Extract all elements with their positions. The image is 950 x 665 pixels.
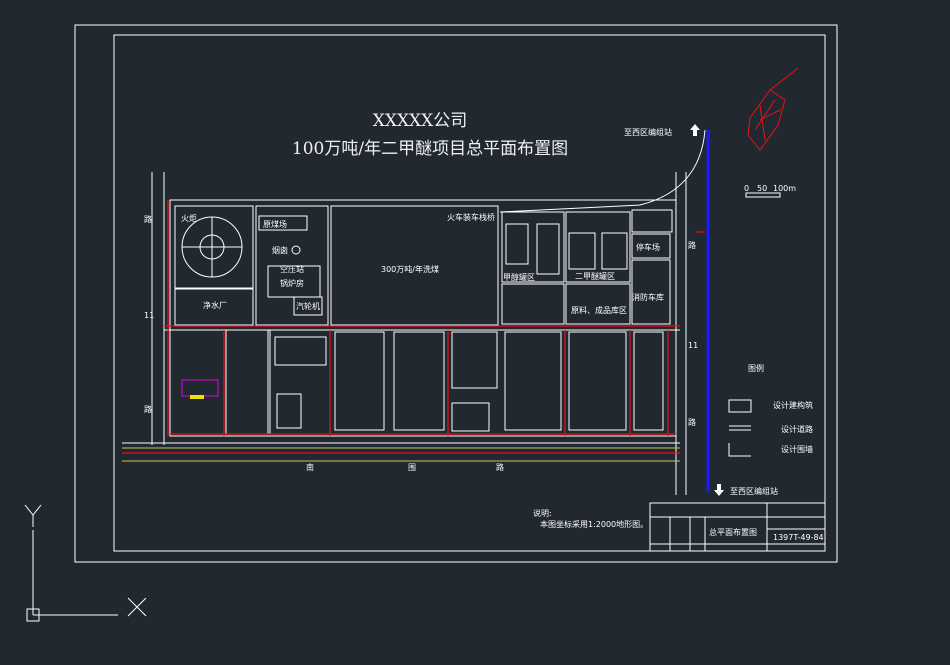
turbine-label: 汽轮机 [296, 301, 320, 311]
warehouse-label: 原料、成品库区 [571, 305, 627, 315]
chimney-label: 烟囱 [272, 245, 288, 255]
dme-tanks-label: 二甲醚罐区 [575, 271, 615, 281]
to-west-top-label: 至西区编组站 [624, 127, 672, 137]
parking-label: 停车场 [636, 242, 660, 252]
rail-loading-label: 火车装车栈桥 [447, 212, 495, 222]
drawing-number: 1397T-49-84 [773, 533, 824, 542]
title-block [649, 502, 826, 552]
legend-title: 图例 [748, 363, 764, 373]
coal-washing-label: 300万吨/年洗煤 [381, 264, 439, 274]
legend-wall: 设计围墙 [781, 444, 813, 454]
notes-heading: 说明: [533, 508, 552, 518]
coal-yard-label: 原煤场 [263, 219, 287, 229]
legend [728, 399, 752, 457]
arrow-up-icon [690, 124, 700, 136]
methanol-tanks-label: 甲醇罐区 [503, 272, 535, 282]
drawing-name: 总平面布置图 [709, 527, 757, 537]
road-label: 围 [408, 463, 416, 472]
road-label: 路 [496, 462, 504, 472]
lower-blocks [167, 200, 676, 436]
sheet-inner-border [113, 34, 826, 552]
arrow-down-icon [714, 484, 724, 496]
ucs-axis-icon [24, 504, 147, 622]
rail-spur [499, 129, 706, 213]
svg-text:0: 0 [744, 184, 749, 193]
sheet-outer-border [74, 24, 838, 563]
roads [122, 172, 705, 495]
title-company: XXXXX公司 [373, 111, 468, 131]
to-west-bottom-label: 至西区编组站 [730, 486, 778, 496]
boiler-label: 锅炉房 [280, 278, 304, 288]
road-label: 11 [688, 341, 698, 350]
flare-label: 火炬 [181, 213, 197, 223]
air-station-label: 空压站 [280, 264, 304, 274]
scale-bar: 0 50 100m [744, 184, 796, 198]
notes-text: 本图坐标采用1:2000地形图。 [540, 519, 648, 529]
north-arrow-icon [747, 67, 799, 151]
legend-building: 设计建构筑 [773, 400, 813, 410]
road-label: 南 [306, 462, 314, 472]
fire-station-label: 消防车库 [632, 292, 664, 302]
site-plan [164, 199, 680, 437]
road-label: 11 [144, 311, 154, 320]
road-label: 路 [688, 240, 696, 250]
water-plant-label: 净水厂 [203, 300, 227, 310]
road-label: 路 [688, 417, 696, 427]
legend-road: 设计道路 [781, 424, 813, 434]
svg-text:50: 50 [757, 184, 767, 193]
svg-text:100m: 100m [773, 184, 796, 193]
road-label: 路 [144, 214, 152, 224]
title-project: 100万吨/年二甲醚项目总平面布置图 [292, 139, 568, 159]
road-label: 路 [144, 404, 152, 414]
